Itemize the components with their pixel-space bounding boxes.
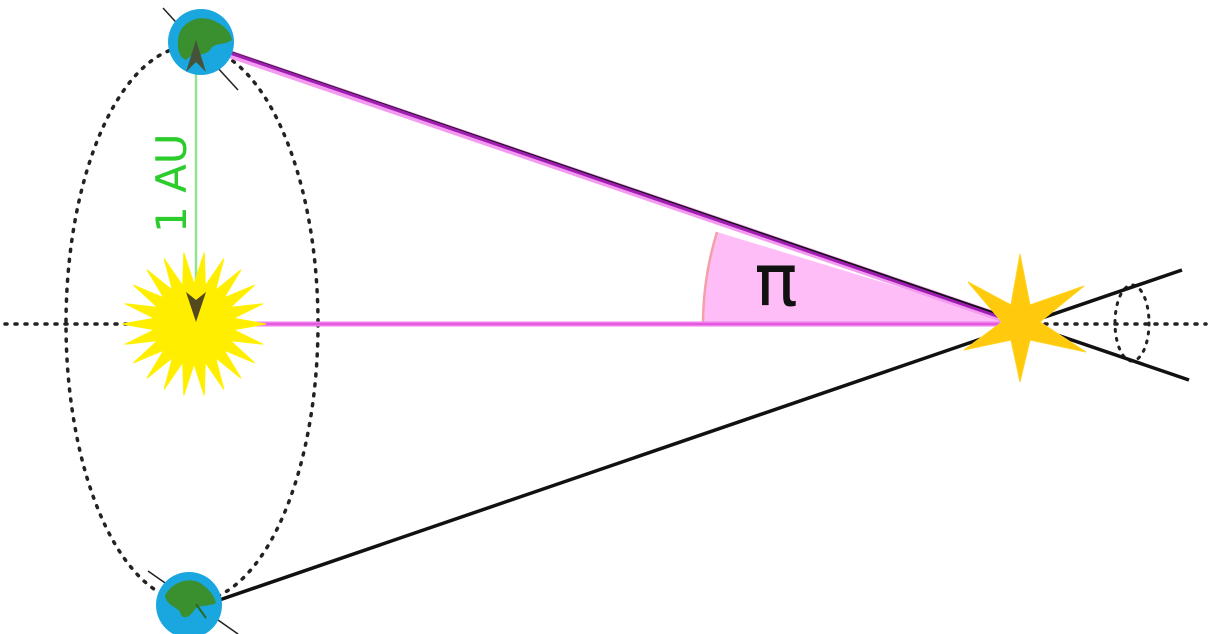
sun-burst-icon — [121, 252, 267, 396]
au-distance-label: 1 AU — [147, 133, 196, 233]
earth-globe-icon — [162, 7, 239, 91]
parallax-angle-arc — [701, 231, 719, 325]
au-arrow-head-top — [186, 40, 206, 72]
parallax-angle-label: π — [754, 238, 797, 322]
distant-star-icon — [963, 253, 1087, 383]
au-arrow-head-bottom — [186, 292, 206, 322]
parallax-line-upper-core — [203, 42, 1021, 326]
earth-globe-icon — [147, 570, 239, 634]
